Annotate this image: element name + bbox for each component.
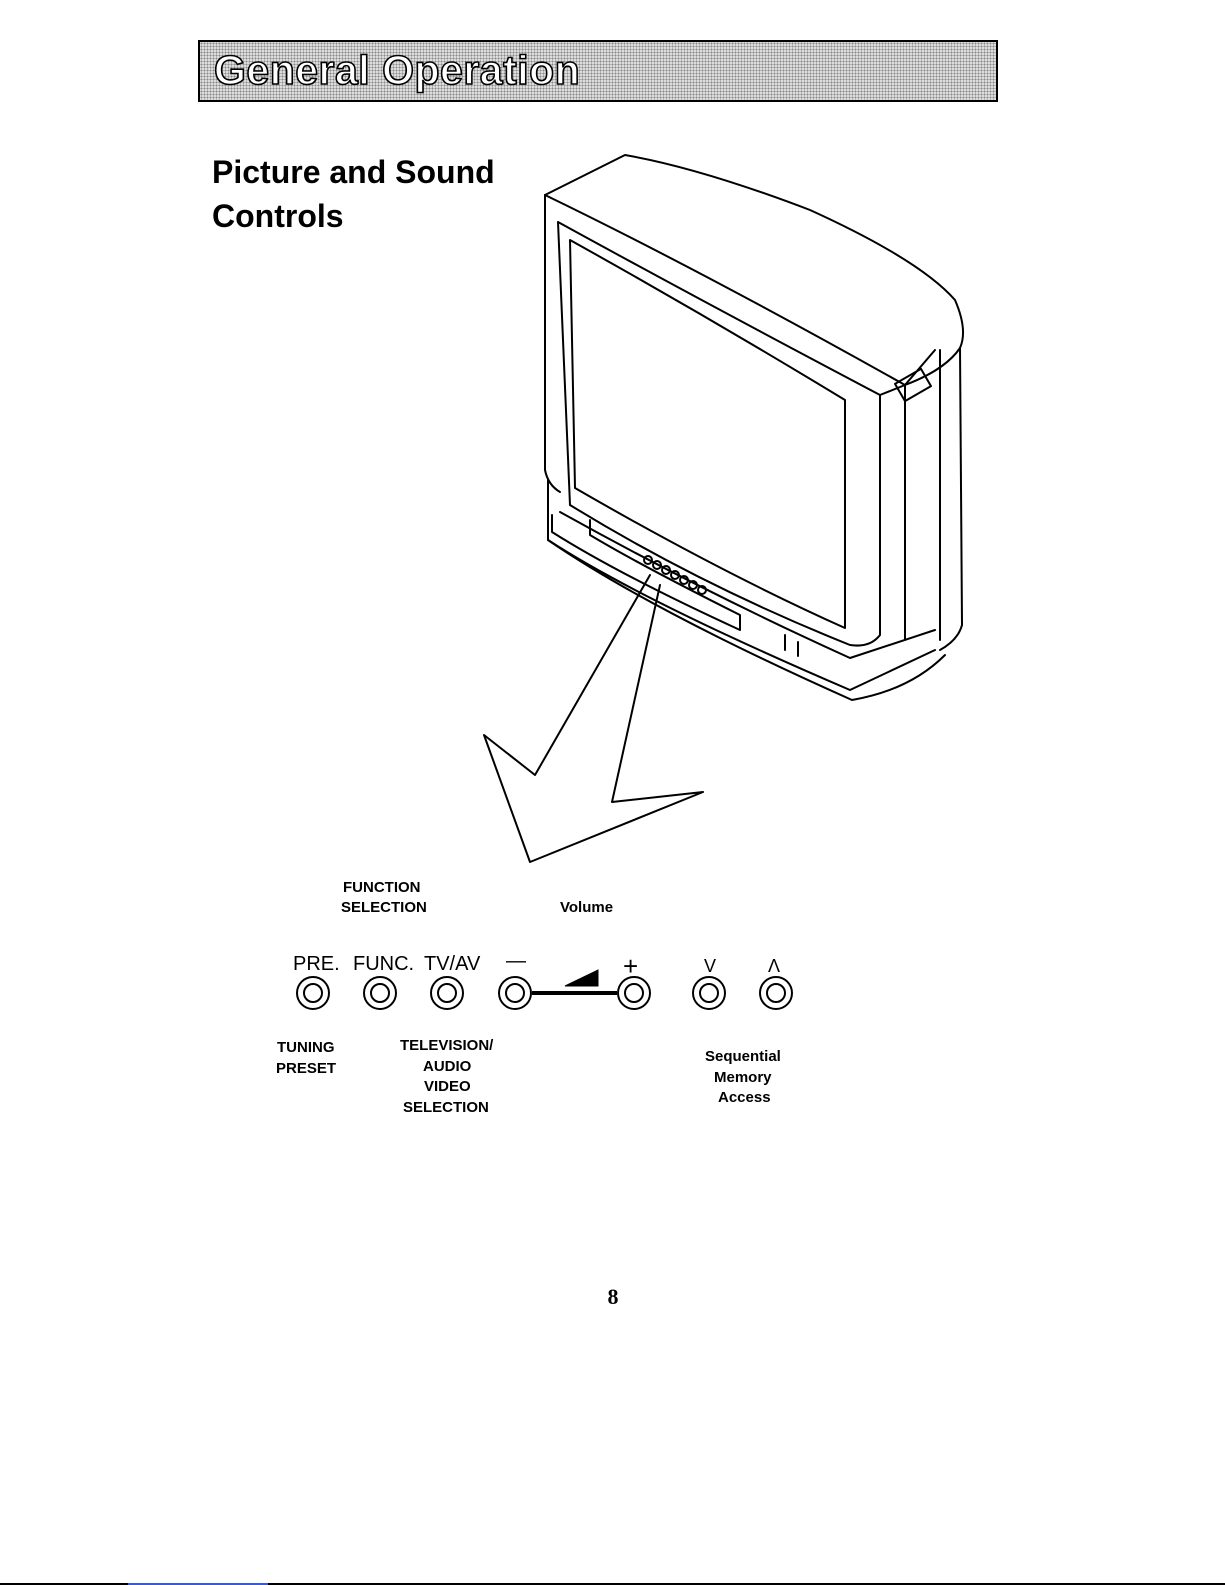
page-number: 8 [598,1284,628,1310]
tuning-preset-label-line2: PRESET [276,1059,336,1079]
channel-down-button-icon [692,976,726,1010]
tv-top-edge [545,155,963,348]
function-selection-label-line2: SELECTION [341,898,427,918]
pre-button-label: PRE. [293,953,340,975]
func-button-label: FUNC. [353,953,414,975]
tvav-selection-label-line3: VIDEO [424,1077,471,1097]
volume-plus-label: + [623,955,638,977]
channel-up-button-icon [759,976,793,1010]
tvav-selection-label-line2: AUDIO [423,1057,471,1077]
tv-bezel [558,222,880,646]
zoom-arrow [484,575,703,862]
tvav-selection-label-line4: SELECTION [403,1098,489,1118]
tv-screen [570,240,845,628]
tvav-button-label: TV/AV [424,953,480,975]
volume-minus-label: — [506,950,526,972]
pre-button-icon [296,976,330,1010]
tv-front-top-edge [545,195,960,385]
sequential-memory-label-line3: Access [718,1088,771,1108]
tv-base-front [548,480,935,690]
volume-up-button-icon [617,976,651,1010]
sequential-memory-label-line2: Memory [714,1068,772,1088]
tvav-button-icon [430,976,464,1010]
tv-side-badge [895,369,931,401]
volume-down-button-icon [498,976,532,1010]
channel-up-label: Λ [768,955,780,977]
channel-down-label: V [704,955,716,977]
function-selection-label-line1: FUNCTION [343,878,421,898]
tuning-preset-label-line1: TUNING [277,1038,335,1058]
volume-label: Volume [560,898,613,918]
tvav-selection-label-line1: TELEVISION/ [400,1036,493,1056]
tv-control-door [552,515,740,630]
sequential-memory-label-line1: Sequential [705,1047,781,1067]
func-button-icon [363,976,397,1010]
volume-wedge-icon [565,970,598,986]
